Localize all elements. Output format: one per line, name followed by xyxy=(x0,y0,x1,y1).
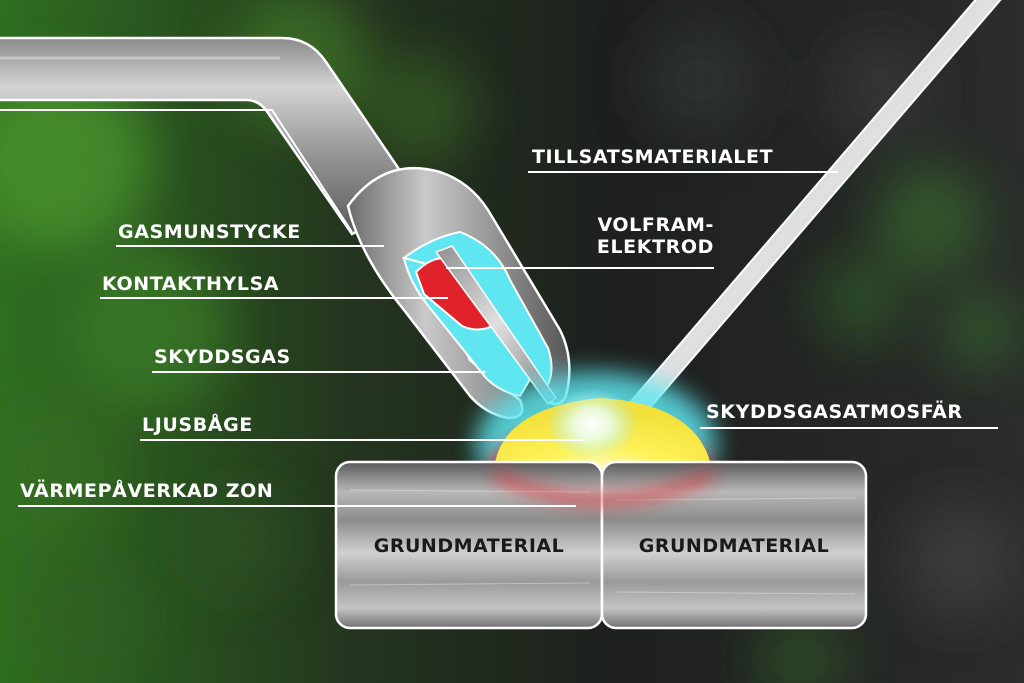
label-base-material-left: GRUNDMATERIAL xyxy=(373,535,565,557)
label-shielding-gas: SKYDDSGAS xyxy=(154,346,291,368)
label-filler-material: TILLSATSMATERIALET xyxy=(532,146,774,168)
label-arc: LJUSBÅGE xyxy=(142,414,253,436)
leader-lines xyxy=(0,109,998,507)
label-gas-nozzle: GASMUNSTYCKE xyxy=(118,221,301,243)
base-block-right xyxy=(600,460,868,630)
label-shielding-atmosphere: SKYDDSGASATMOSFÄR xyxy=(706,401,963,423)
arc-glow xyxy=(546,388,638,460)
label-base-material-right: GRUNDMATERIAL xyxy=(638,535,830,557)
torch-pipe xyxy=(0,36,422,236)
label-tungsten-electrode-line2: ELEKTROD xyxy=(596,236,714,258)
label-tungsten-electrode-line1: VOLFRAM- xyxy=(597,214,714,236)
label-contact-tube: KONTAKTHYLSA xyxy=(102,273,280,295)
label-tungsten-electrode: VOLFRAM- ELEKTROD xyxy=(570,214,714,258)
leader-pipe xyxy=(0,109,353,233)
base-material-blocks xyxy=(334,460,868,630)
label-heat-affected-zone: VÄRMEPÅVERKAD ZON xyxy=(20,480,274,502)
